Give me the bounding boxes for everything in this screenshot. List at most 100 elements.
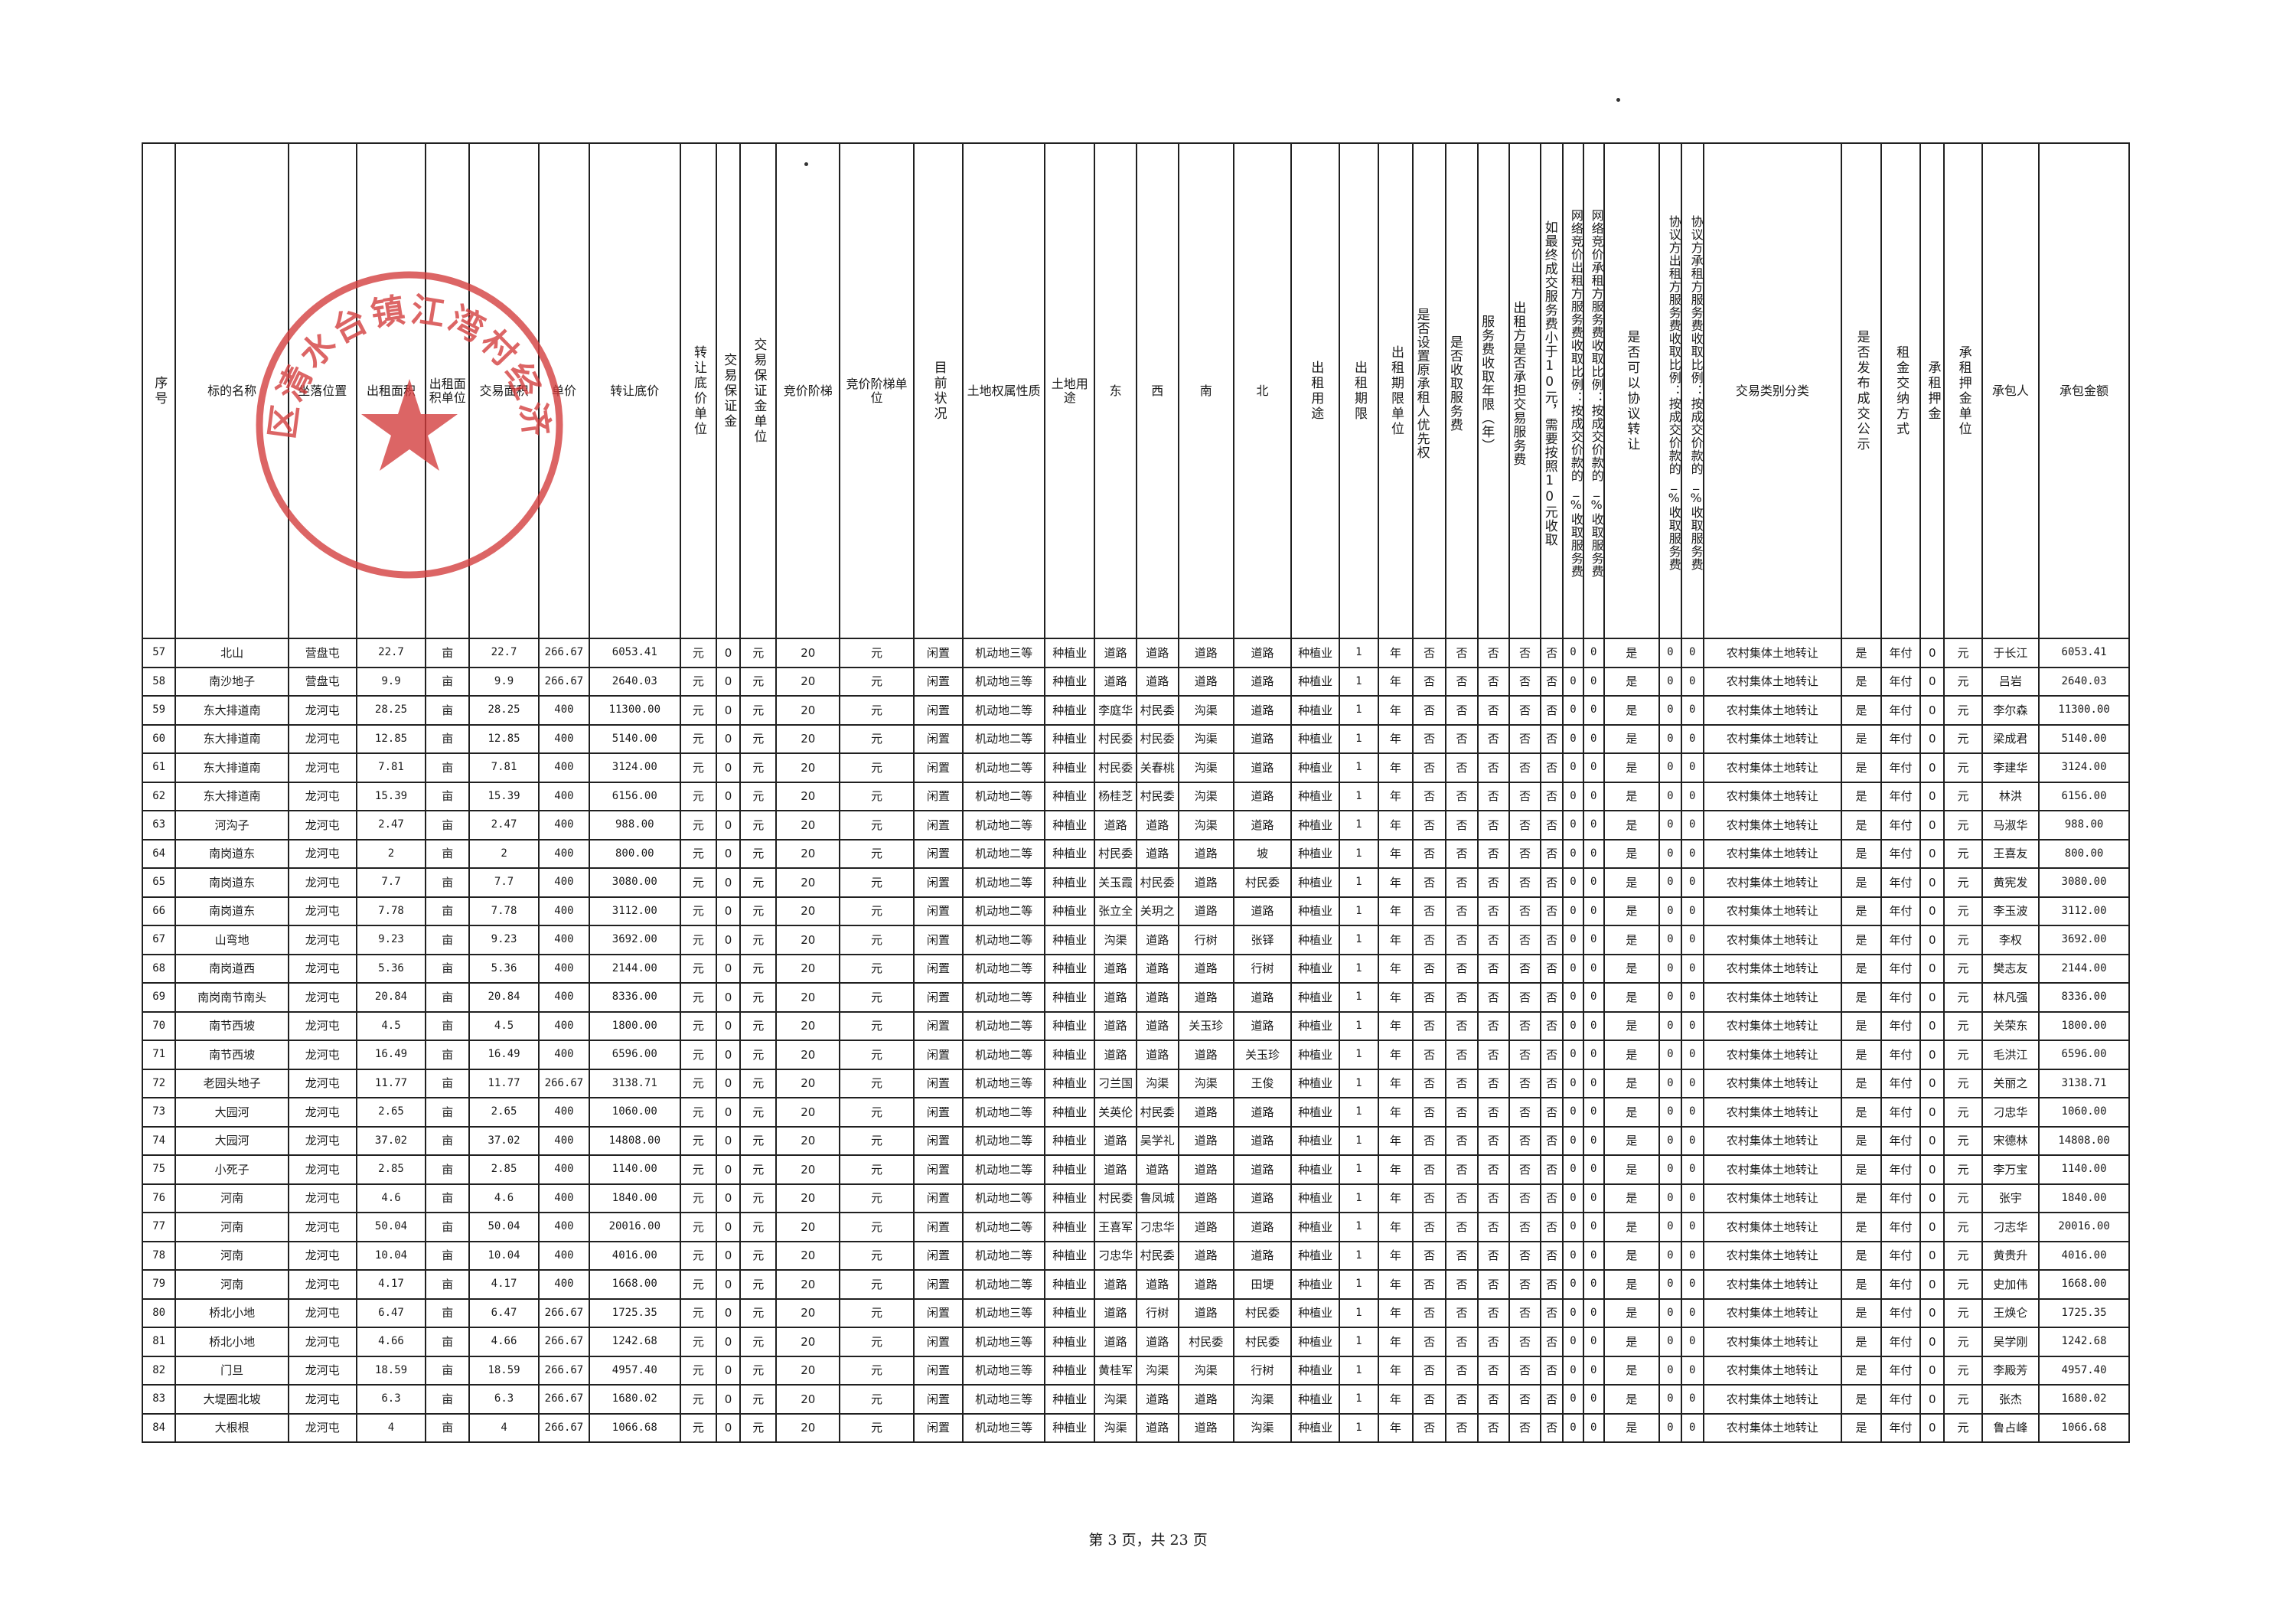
table-cell: 0 xyxy=(1658,752,1682,783)
table-cell: 3138.71 xyxy=(2038,1068,2130,1098)
table-cell: 亩 xyxy=(425,695,471,726)
table-cell: 否 xyxy=(1508,1412,1542,1443)
table-cell: 种植业 xyxy=(1044,982,1096,1013)
table-cell: 年付 xyxy=(1880,1384,1922,1415)
table-cell: 0 xyxy=(716,723,742,754)
table-cell: 村民委 xyxy=(1232,1327,1293,1357)
table-cell: 沟渠 xyxy=(1177,1355,1234,1386)
table-cell: 年付 xyxy=(1880,695,1922,726)
table-cell: 是 xyxy=(1603,953,1660,984)
table-cell: 元 xyxy=(679,1327,718,1357)
table-cell: 元 xyxy=(739,1327,778,1357)
table-cell: 否 xyxy=(1540,953,1564,984)
table-cell: 0 xyxy=(1658,1384,1682,1415)
table-cell: 0 xyxy=(1919,1240,1945,1271)
table-cell: 亩 xyxy=(425,1240,471,1271)
table-cell: 元 xyxy=(839,896,915,926)
table-cell: 道路 xyxy=(1094,1125,1137,1156)
table-cell: 种植业 xyxy=(1044,1412,1096,1443)
table-cell: 400 xyxy=(537,1010,590,1041)
table-cell: 否 xyxy=(1476,810,1510,841)
table-cell: 6.3 xyxy=(468,1384,540,1415)
table-cell: 否 xyxy=(1540,1183,1564,1213)
table-cell: 种植业 xyxy=(1290,925,1341,955)
table-cell: 闲置 xyxy=(913,896,964,926)
table-cell: 种植业 xyxy=(1290,1240,1341,1271)
table-cell: 7.7 xyxy=(468,867,540,898)
table-cell: 1725.35 xyxy=(588,1297,681,1328)
table-cell: 村民委 xyxy=(1135,867,1179,898)
table-cell: 闲置 xyxy=(913,1125,964,1156)
table-cell: 年 xyxy=(1377,982,1414,1013)
table-cell: 否 xyxy=(1508,1327,1542,1357)
table-cell: 0 xyxy=(1680,1269,1704,1300)
table-cell: 6596.00 xyxy=(2038,1040,2130,1070)
table-cell: 是 xyxy=(1841,752,1882,783)
table-cell: 鲁凤城 xyxy=(1135,1183,1179,1213)
table-cell: 否 xyxy=(1445,781,1479,811)
table-cell: 16.49 xyxy=(355,1040,427,1070)
table-cell: 否 xyxy=(1476,982,1510,1013)
table-cell: 亩 xyxy=(425,781,471,811)
table-cell: 81 xyxy=(141,1327,177,1357)
table-cell: 12.85 xyxy=(468,723,540,754)
table-cell: 龙河屯 xyxy=(287,867,357,898)
table-cell: 龙河屯 xyxy=(287,896,357,926)
table-cell: 元 xyxy=(1943,781,1983,811)
table-cell: 种植业 xyxy=(1044,1154,1096,1185)
table-cell: 28.25 xyxy=(355,695,427,726)
table-cell: 东大排道南 xyxy=(174,723,289,754)
table-cell: 20 xyxy=(775,867,841,898)
table-cell: 否 xyxy=(1540,1154,1564,1185)
table-cell: 否 xyxy=(1508,723,1542,754)
table-cell: 年 xyxy=(1377,1412,1414,1443)
table-cell: 元 xyxy=(839,1355,915,1386)
table-cell: 元 xyxy=(679,666,718,697)
table-cell: 0 xyxy=(716,953,742,984)
table-cell: 2.47 xyxy=(355,810,427,841)
column-header: 竞价阶梯单位 xyxy=(839,142,915,639)
column-header: 是否设置原承租人优先权 xyxy=(1412,142,1447,639)
table-cell: 道路 xyxy=(1135,1384,1179,1415)
table-cell: 2.85 xyxy=(355,1154,427,1185)
table-cell: 37.02 xyxy=(468,1125,540,1156)
table-cell: 元 xyxy=(679,752,718,783)
table-cell: 机动地二等 xyxy=(961,1097,1046,1128)
table-cell: 种植业 xyxy=(1044,867,1096,898)
table-cell: 吕岩 xyxy=(1981,666,2040,697)
table-cell: 小死子 xyxy=(174,1154,289,1185)
table-cell: 农村集体土地转让 xyxy=(1702,1154,1843,1185)
table-cell: 0 xyxy=(1680,752,1704,783)
table-cell: 15.39 xyxy=(355,781,427,811)
table-cell: 梁成君 xyxy=(1981,723,2040,754)
table-cell: 农村集体土地转让 xyxy=(1702,1327,1843,1357)
table-cell: 农村集体土地转让 xyxy=(1702,1097,1843,1128)
table-cell: 闲置 xyxy=(913,1355,964,1386)
table-cell: 亩 xyxy=(425,1384,471,1415)
table-cell: 河沟子 xyxy=(174,810,289,841)
table-cell: 0 xyxy=(1562,810,1584,841)
table-cell: 闲置 xyxy=(913,1154,964,1185)
table-cell: 7.81 xyxy=(468,752,540,783)
table-cell: 李殿芳 xyxy=(1981,1355,2040,1386)
table-cell: 否 xyxy=(1412,1010,1447,1041)
table-cell: 农村集体土地转让 xyxy=(1702,1240,1843,1271)
table-cell: 否 xyxy=(1508,1154,1542,1185)
table-cell: 否 xyxy=(1508,1040,1542,1070)
table-cell: 否 xyxy=(1508,867,1542,898)
table-cell: 机动地二等 xyxy=(961,1040,1046,1070)
table-cell: 年付 xyxy=(1880,666,1922,697)
table-cell: 否 xyxy=(1412,1412,1447,1443)
table-cell: 否 xyxy=(1476,638,1510,668)
table-cell: 龙河屯 xyxy=(287,781,357,811)
table-cell: 沟渠 xyxy=(1135,1068,1179,1098)
table-cell: 0 xyxy=(1582,810,1605,841)
table-cell: 关荣东 xyxy=(1981,1010,2040,1041)
table-cell: 道路 xyxy=(1232,752,1293,783)
table-cell: 是 xyxy=(1603,867,1660,898)
table-cell: 道路 xyxy=(1232,695,1293,726)
table-cell: 机动地三等 xyxy=(961,1327,1046,1357)
table-cell: 50.04 xyxy=(355,1212,427,1242)
